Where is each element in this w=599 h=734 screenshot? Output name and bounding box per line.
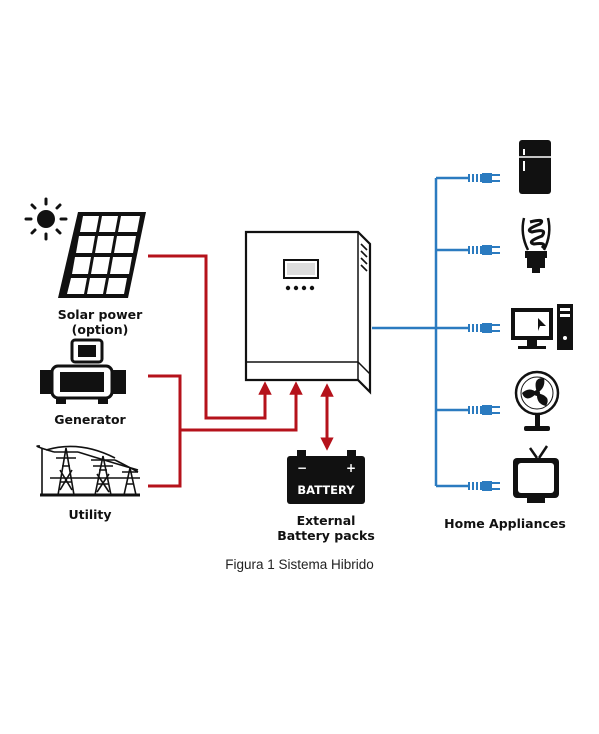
tv-icon xyxy=(513,445,559,503)
utility-label: Utility xyxy=(68,507,112,522)
battery-packs-label-line2: Battery packs xyxy=(277,528,375,543)
figure-caption: Figura 1 Sistema Hibrido xyxy=(225,557,374,572)
battery-packs-label-line1: External xyxy=(296,513,356,528)
home-appliances-label: Home Appliances xyxy=(444,516,566,531)
computer-icon xyxy=(511,304,573,350)
plug-icons xyxy=(468,173,500,491)
solar-power-label: Solar power (option) xyxy=(30,307,170,337)
inverter-icon xyxy=(244,230,372,395)
battery-device-label: BATTERY xyxy=(297,483,355,497)
svg-text:+: + xyxy=(346,461,356,475)
output-wires xyxy=(372,176,468,488)
utility-wire xyxy=(148,430,182,488)
solar-power-label-line1: Solar power xyxy=(57,307,143,322)
battery-packs-label: External Battery packs xyxy=(266,513,386,543)
fan-icon xyxy=(514,370,560,431)
solar-wire xyxy=(148,254,272,420)
input-wires xyxy=(148,254,334,488)
generator-wire xyxy=(148,374,303,432)
solar-panel-icon xyxy=(58,212,146,298)
lightbulb-icon xyxy=(521,217,551,273)
svg-text:−: − xyxy=(297,461,307,475)
battery-icon: − + BATTERY xyxy=(287,450,365,504)
refrigerator-icon xyxy=(519,140,551,194)
sun-icon xyxy=(24,197,68,241)
utility-towers-icon xyxy=(36,445,140,497)
generator-icon xyxy=(40,338,126,404)
solar-power-label-line2: (option) xyxy=(71,322,129,337)
generator-label: Generator xyxy=(54,412,126,427)
